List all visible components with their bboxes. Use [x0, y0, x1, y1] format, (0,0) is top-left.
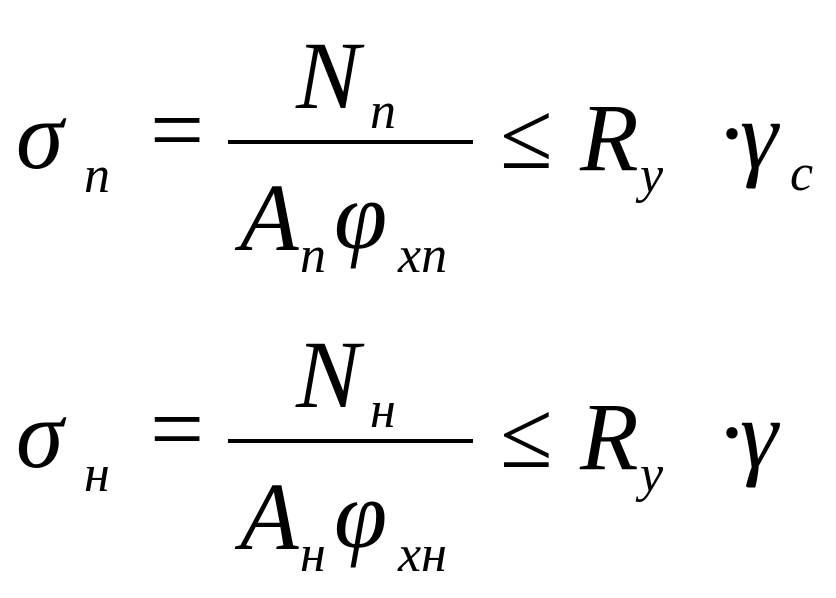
fraction-bar [228, 140, 473, 144]
less-equal-sign: ≤ [500, 381, 553, 488]
sigma-subscript: н [84, 446, 110, 503]
phi-subscript: xн [398, 526, 447, 583]
sigma-symbol: σ [16, 82, 64, 189]
sigma-subscript: п [84, 147, 110, 204]
multiplication-dot: · [716, 379, 748, 486]
multiplication-dot: · [716, 80, 748, 187]
resistance-subscript: y [640, 147, 664, 204]
formula-1: σ п = N п A п φ xп ≤ R y · γ c [16, 22, 814, 284]
fraction-bar [228, 439, 473, 443]
gamma-symbol: γ [740, 82, 778, 189]
phi-subscript: xп [398, 227, 448, 284]
area-symbol: A [240, 463, 299, 570]
area-symbol: A [240, 164, 299, 271]
gamma-subscript: c [790, 145, 814, 202]
numerator-subscript: н [370, 382, 396, 439]
equals-sign: = [150, 375, 205, 482]
area-subscript: п [300, 227, 326, 284]
phi-symbol: φ [334, 162, 388, 269]
resistance-symbol: R [580, 84, 639, 191]
resistance-symbol: R [580, 383, 639, 490]
numerator-symbol: N [296, 22, 361, 129]
numerator-subscript: п [370, 83, 396, 140]
less-equal-sign: ≤ [500, 82, 553, 189]
formula-2: σ н = N н A н φ xн ≤ R y · γ [0, 299, 836, 598]
resistance-subscript: y [640, 446, 664, 503]
area-subscript: н [300, 526, 326, 583]
equals-sign: = [150, 76, 205, 183]
numerator-symbol: N [296, 321, 361, 428]
phi-symbol: φ [334, 461, 388, 568]
sigma-symbol: σ [16, 381, 64, 488]
gamma-symbol: γ [740, 381, 778, 488]
